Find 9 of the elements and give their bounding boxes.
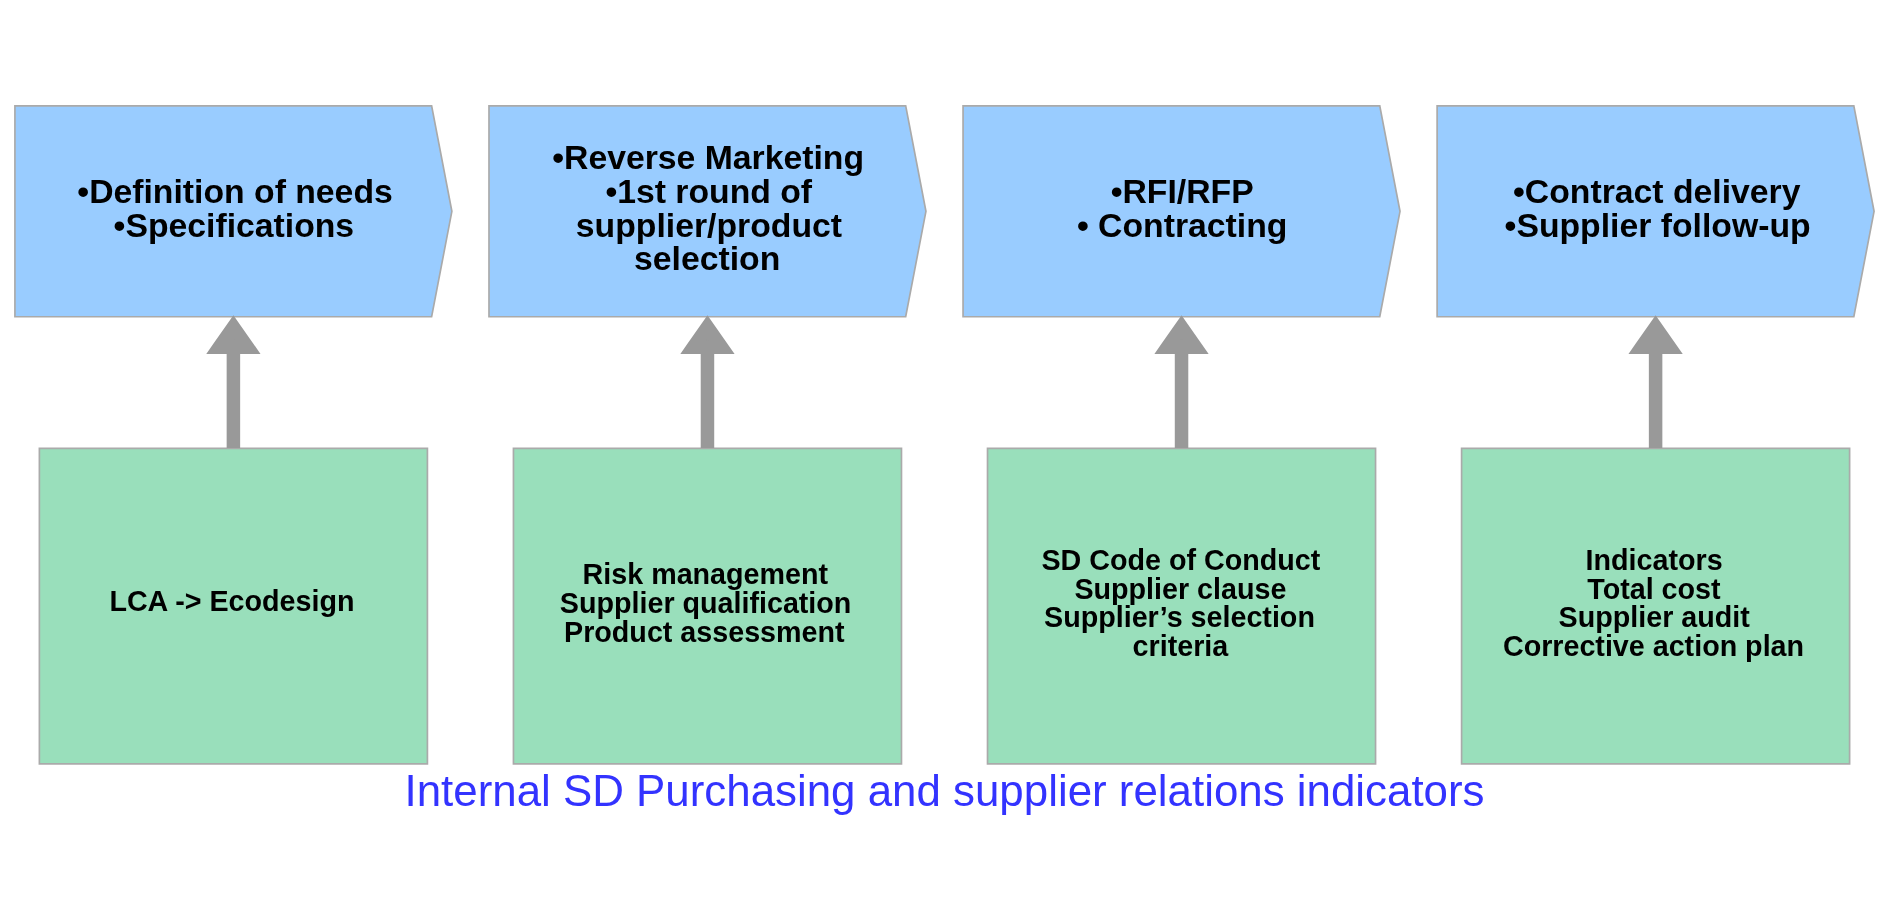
node-box: SD Code of Conduct Supplier clause Supplier’s selection criteria	[986, 447, 1377, 765]
arrow	[680, 315, 735, 449]
arrow	[1628, 315, 1683, 449]
node-box: Indicators Total cost Supplier audit Corrective action plan	[1460, 447, 1851, 765]
node-box: LCA -> Ecodesign	[38, 447, 429, 765]
caption: Internal SD Purchasing and supplier relations indicators	[404, 765, 1485, 815]
node-box: Risk management Supplier qualification Product assessment	[512, 447, 903, 765]
arrow	[206, 315, 261, 449]
arrow	[1154, 315, 1209, 449]
